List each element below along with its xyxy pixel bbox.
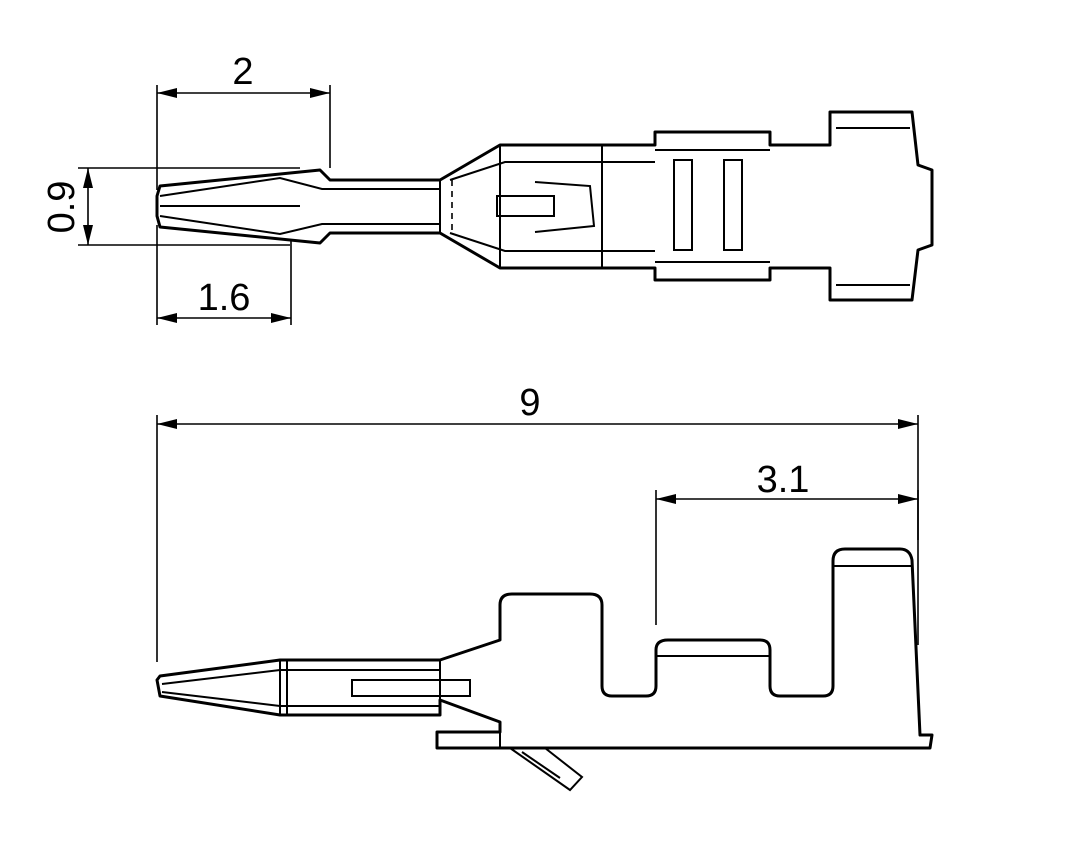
dimension-crimp-length: 3.1 [655,459,919,625]
side-lance-slot [351,679,471,697]
side-view [155,547,934,792]
side-tang-inner [521,751,561,779]
dimension-label-3-1: 3.1 [757,459,810,501]
top-slot-2 [723,159,743,251]
side-tang [509,747,584,792]
top-lance-window [496,195,555,217]
top-box-lower-inner [449,232,655,252]
top-lance [534,181,596,233]
dimension-label-1-6: 1.6 [198,277,251,319]
dimension-taper-length: 1.6 [156,225,292,325]
top-box-upper-inner [449,161,655,181]
top-slot-1 [673,159,693,251]
dimension-overall-length: 9 [156,382,919,662]
side-pin-outline [155,547,934,750]
dimension-label-2: 2 [232,51,253,93]
top-pin-inner-lower [159,215,440,236]
dimension-tip-length: 2 [156,51,331,190]
side-pin-inner-upper [161,669,440,685]
dimension-label-0-9: 0.9 [41,181,83,234]
dimension-label-9: 9 [519,382,540,424]
top-view [155,110,934,302]
dimension-tip-height: 0.9 [41,167,300,246]
top-pin-inner-upper [159,176,440,197]
